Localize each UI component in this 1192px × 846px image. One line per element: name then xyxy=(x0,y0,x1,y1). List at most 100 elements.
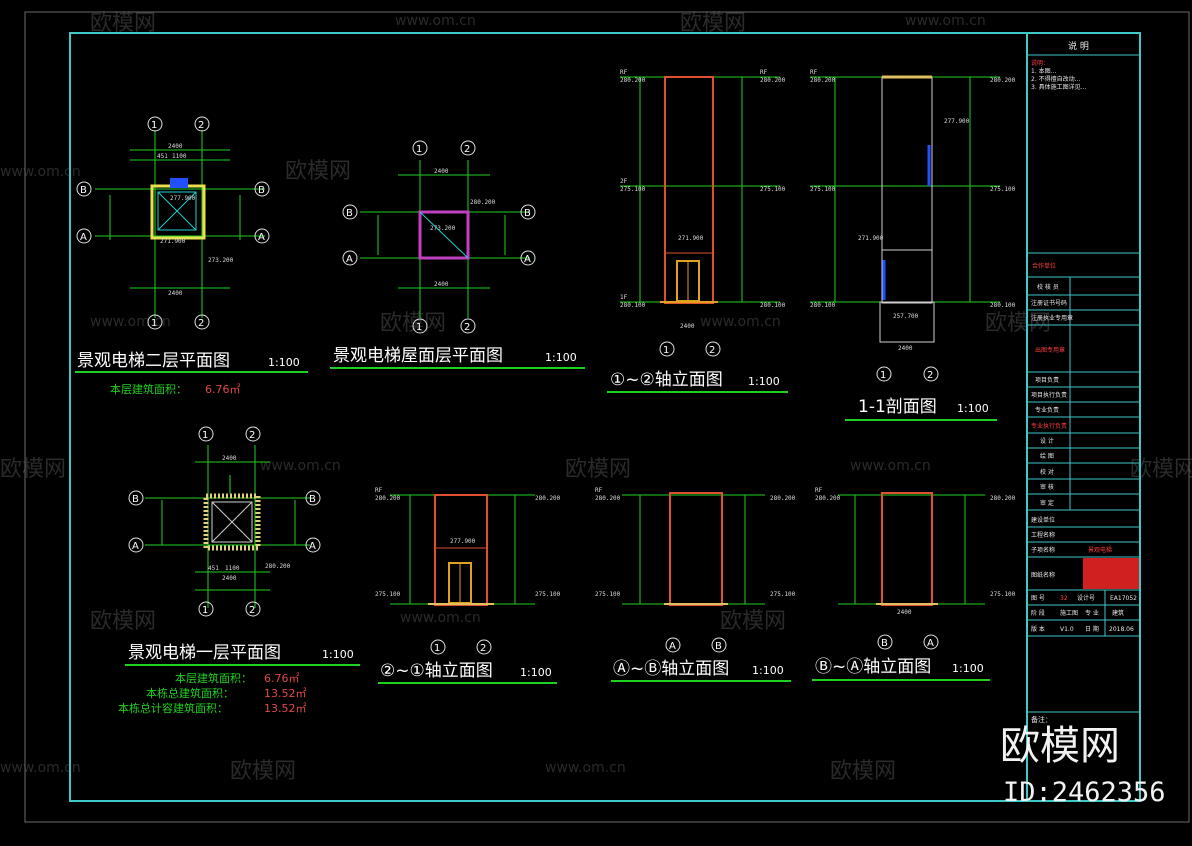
svg-text:备注：: 备注： xyxy=(1031,715,1052,724)
svg-text:专业负责: 专业负责 xyxy=(1035,406,1059,414)
svg-text:1100: 1100 xyxy=(225,565,240,572)
svg-text:日 期: 日 期 xyxy=(1085,625,1099,633)
svg-text:275.100: 275.100 xyxy=(535,591,561,598)
svg-text:280.100: 280.100 xyxy=(620,302,646,309)
svg-text:B: B xyxy=(80,185,87,196)
svg-text:2: 2 xyxy=(464,322,470,333)
svg-text:1100: 1100 xyxy=(172,153,187,160)
watermark-brand: 欧模网 xyxy=(720,609,786,634)
axis-label-1: 1 xyxy=(151,120,157,131)
svg-text:B: B xyxy=(346,208,353,219)
svg-text:273.200: 273.200 xyxy=(208,257,234,264)
svg-text:A: A xyxy=(927,638,934,649)
svg-text:1: 1 xyxy=(663,345,669,356)
watermark-brand: 欧模网 xyxy=(285,159,351,184)
svg-text:280.200: 280.200 xyxy=(620,77,646,84)
svg-text:2400: 2400 xyxy=(897,609,912,616)
svg-text:280.200: 280.200 xyxy=(595,495,621,502)
svg-text:277.900: 277.900 xyxy=(944,118,970,125)
svg-text:RF: RF xyxy=(595,487,603,494)
watermark-site: www.om.cn xyxy=(395,13,476,29)
svg-text:32: 32 xyxy=(1060,595,1068,602)
title-elev-A-B: Ⓐ~Ⓑ轴立面图 xyxy=(613,659,729,679)
svg-text:V1.0: V1.0 xyxy=(1060,626,1074,633)
svg-text:RF: RF xyxy=(810,69,818,76)
svg-text:绘 图: 绘 图 xyxy=(1040,452,1054,460)
svg-text:RF: RF xyxy=(620,69,628,76)
svg-text:280.100: 280.100 xyxy=(990,302,1016,309)
watermark-site: www.om.cn xyxy=(0,760,81,776)
svg-text:审 定: 审 定 xyxy=(1040,499,1054,507)
svg-text:2400: 2400 xyxy=(434,168,449,175)
svg-text:277.900: 277.900 xyxy=(170,195,196,202)
svg-text:RF: RF xyxy=(760,69,768,76)
svg-text:版 本: 版 本 xyxy=(1031,625,1045,633)
watermark-brand: 欧模网 xyxy=(90,11,156,36)
svg-text:2400: 2400 xyxy=(222,455,237,462)
title-elev-2-1: ②~①轴立面图 xyxy=(380,661,493,681)
svg-text:2. 不得擅自改动...: 2. 不得擅自改动... xyxy=(1031,75,1080,83)
svg-text:建设单位: 建设单位 xyxy=(1031,516,1055,524)
watermark-site: www.om.cn xyxy=(90,314,171,330)
svg-text:项目执行负责: 项目执行负责 xyxy=(1031,391,1067,399)
axis-bubbles-elev-B-A: B A xyxy=(877,634,939,650)
svg-text:说明：: 说明： xyxy=(1031,59,1049,67)
axis-bubbles-elev-1-2: 1 2 xyxy=(659,341,721,357)
title-plan-floor2: 景观电梯二层平面图 xyxy=(77,351,230,371)
scale-section-1-1: 1:100 xyxy=(957,402,989,415)
area-value-floor1: 6.76㎡ xyxy=(264,672,300,685)
watermark-site: www.om.cn xyxy=(0,164,81,180)
drawing-frame xyxy=(69,32,1141,802)
svg-text:273.200: 273.200 xyxy=(430,225,456,232)
svg-text:2: 2 xyxy=(198,318,204,329)
svg-text:EA17052: EA17052 xyxy=(1110,595,1137,602)
axis-bubbles-elev-2-1: 1 2 xyxy=(430,639,492,655)
title-block-header: 说 明 xyxy=(1068,40,1089,52)
svg-text:280.200: 280.200 xyxy=(810,77,836,84)
svg-text:2: 2 xyxy=(709,345,715,356)
svg-text:277.900: 277.900 xyxy=(450,538,476,545)
svg-text:275.100: 275.100 xyxy=(990,591,1016,598)
area-label-far: 本栋总计容建筑面积： xyxy=(118,701,228,715)
svg-text:2400: 2400 xyxy=(434,281,449,288)
svg-text:B: B xyxy=(524,208,531,219)
svg-text:注册证书号码: 注册证书号码 xyxy=(1031,299,1067,307)
svg-text:图 号: 图 号 xyxy=(1031,595,1045,602)
svg-text:2018.06: 2018.06 xyxy=(1109,626,1134,633)
svg-text:1F: 1F xyxy=(620,294,628,301)
area-label-plan-floor2: 本层建筑面积： xyxy=(110,382,187,396)
plan-roof: 2400 2400 273.200 280.200 xyxy=(360,160,530,318)
subitem-value: 景观电梯 xyxy=(1088,546,1112,554)
svg-text:1: 1 xyxy=(202,430,208,441)
svg-text:275.100: 275.100 xyxy=(620,186,646,193)
svg-text:A: A xyxy=(524,254,531,265)
axis-bubbles-elev-A-B: A B xyxy=(665,637,727,653)
svg-text:275.100: 275.100 xyxy=(375,591,401,598)
svg-text:B: B xyxy=(715,641,722,652)
svg-text:B: B xyxy=(309,494,316,505)
title-elev-1-2: ①~②轴立面图 xyxy=(610,370,723,390)
svg-text:280.200: 280.200 xyxy=(990,495,1016,502)
svg-text:B: B xyxy=(132,494,139,505)
axis-bubbles-plan2: 1 2 1 2 B B A A xyxy=(76,116,270,330)
svg-text:271.900: 271.900 xyxy=(160,238,186,245)
svg-text:1: 1 xyxy=(151,318,157,329)
scale-elev-A-B: 1:100 xyxy=(752,664,784,677)
area-value-plan-floor2: 6.76㎡ xyxy=(205,383,241,396)
watermark-brand: 欧模网 xyxy=(985,311,1051,336)
svg-text:RF: RF xyxy=(815,487,823,494)
watermark-brand: 欧模网 xyxy=(830,759,896,784)
svg-text:子项名称: 子项名称 xyxy=(1031,546,1055,554)
area-value-total: 13.52㎡ xyxy=(264,687,307,700)
scale-plan-roof: 1:100 xyxy=(545,351,577,364)
watermark-brand: 欧模网 xyxy=(90,609,156,634)
svg-text:2: 2 xyxy=(927,370,933,381)
svg-text:280.200: 280.200 xyxy=(815,495,841,502)
svg-text:2: 2 xyxy=(249,430,255,441)
svg-text:2400: 2400 xyxy=(898,345,913,352)
scale-plan-floor1: 1:100 xyxy=(322,648,354,661)
section-1-1: RF 280.200 275.100 280.100 280.200 275.1… xyxy=(810,69,1016,352)
svg-text:3. 具体施工图详见...: 3. 具体施工图详见... xyxy=(1031,83,1086,91)
svg-text:275.100: 275.100 xyxy=(595,591,621,598)
